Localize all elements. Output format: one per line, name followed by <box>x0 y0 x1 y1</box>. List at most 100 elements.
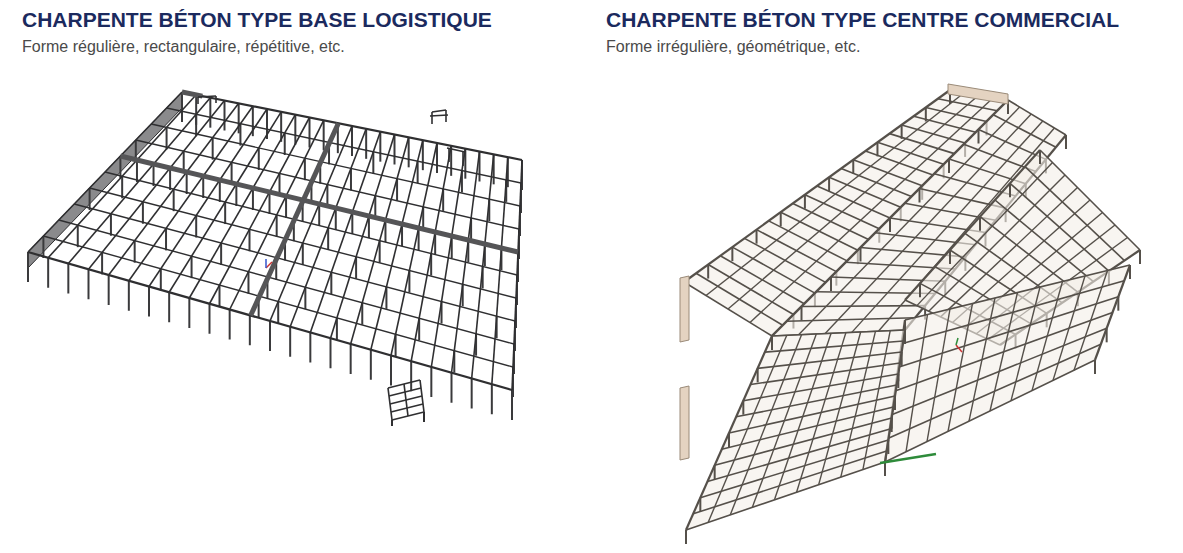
column <box>128 281 130 311</box>
column <box>269 321 271 351</box>
section-heading: CHARPENTE BÉTON TYPE CENTRE COMMERCIAL <box>606 8 1119 32</box>
column <box>229 310 231 340</box>
column <box>304 158 306 180</box>
shopping-centre-frame <box>680 84 1140 544</box>
main-beam <box>182 92 522 160</box>
column <box>876 142 878 156</box>
secondary-beam <box>250 123 338 315</box>
label-holder: Forme irrégulière, géométrique, etc. <box>606 38 860 56</box>
end-wall <box>680 386 689 460</box>
column <box>350 344 352 374</box>
column <box>195 216 197 238</box>
column <box>491 384 493 414</box>
purlin <box>885 330 905 462</box>
label-holder: CHARPENTE BÉTON TYPE CENTRE COMMERCIAL <box>606 8 1119 32</box>
column <box>285 196 287 218</box>
roof-panel <box>686 330 905 530</box>
annex-frame <box>197 97 199 104</box>
column <box>390 356 392 386</box>
column <box>258 148 260 170</box>
end-wall <box>948 84 1008 104</box>
rafter <box>708 429 891 482</box>
column <box>284 133 286 155</box>
purlin <box>774 333 831 499</box>
column <box>88 269 90 299</box>
column <box>195 114 197 136</box>
column <box>351 126 353 156</box>
column <box>67 264 69 294</box>
section-subtitle: Forme irrégulière, géométrique, etc. <box>606 38 860 56</box>
column <box>423 412 425 422</box>
column <box>365 129 367 159</box>
column <box>209 98 211 128</box>
column <box>323 120 325 150</box>
column <box>471 379 473 409</box>
central-beam <box>251 123 339 315</box>
column <box>330 338 332 368</box>
column <box>294 115 296 145</box>
annex-frame <box>462 152 464 166</box>
edge-beam <box>182 92 202 96</box>
purlin <box>969 298 995 421</box>
purlin <box>905 150 1040 300</box>
column <box>249 229 251 251</box>
column <box>430 367 432 397</box>
purlin <box>1053 276 1085 380</box>
column <box>191 256 193 278</box>
column <box>828 177 830 191</box>
column <box>168 292 170 322</box>
column <box>391 420 393 426</box>
column <box>219 285 221 307</box>
column <box>219 180 221 202</box>
column <box>269 192 271 214</box>
end-wall <box>680 276 689 342</box>
column <box>202 176 204 198</box>
column <box>153 164 155 186</box>
column <box>884 462 886 476</box>
purlin <box>708 335 787 522</box>
main-beam <box>151 124 520 206</box>
column <box>148 287 150 317</box>
rafter <box>772 330 905 336</box>
column <box>451 373 453 403</box>
annex-frame <box>431 112 433 124</box>
column <box>160 269 162 291</box>
rafter <box>700 440 888 498</box>
purlin <box>819 332 861 485</box>
column <box>685 530 687 544</box>
roof-panel <box>885 265 1130 462</box>
label-holder: Forme régulière, rectangulaire, répétiti… <box>22 38 345 56</box>
column <box>235 184 237 206</box>
main-beam <box>167 108 521 183</box>
axis-marker <box>956 338 958 345</box>
column <box>238 103 240 133</box>
column <box>142 202 144 224</box>
column <box>309 118 311 148</box>
annex-frame <box>215 96 217 103</box>
label-holder: CHARPENTE BÉTON TYPE BASE LOGISTIQUE <box>22 8 492 32</box>
column <box>212 138 214 160</box>
section-subtitle: Forme régulière, rectangulaire, répétiti… <box>22 38 345 56</box>
column <box>731 247 733 261</box>
column <box>370 350 372 380</box>
column <box>209 304 211 334</box>
column <box>276 215 278 237</box>
purlin <box>841 331 876 477</box>
column <box>224 101 226 131</box>
column <box>410 361 412 391</box>
column <box>42 236 44 258</box>
column <box>121 176 123 198</box>
column <box>47 258 49 288</box>
purlin <box>686 336 772 530</box>
logistics-frame <box>28 92 522 426</box>
axis-marker <box>956 345 962 352</box>
column <box>165 228 167 250</box>
column <box>77 225 79 247</box>
annex-frame <box>445 110 447 122</box>
column <box>309 333 311 363</box>
column <box>181 92 183 122</box>
column <box>707 265 709 279</box>
column <box>220 243 222 265</box>
